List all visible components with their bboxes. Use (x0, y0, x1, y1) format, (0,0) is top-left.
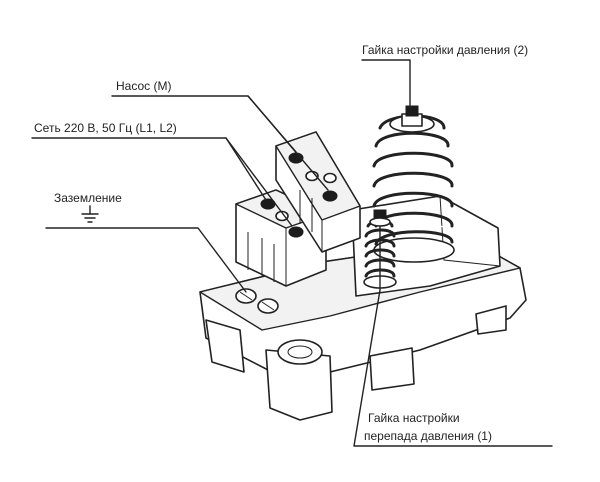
differential-spring (363, 209, 397, 291)
label-pressure-nut: Гайка настройки давления (2) (362, 43, 528, 57)
label-ground: Заземление (54, 191, 122, 205)
mains-terminal-screw-l2 (288, 226, 304, 238)
label-diff-nut-line2: перепада давления (1) (364, 429, 492, 443)
pump-terminal-screw-2 (322, 190, 338, 202)
pressure-nut-icon (405, 105, 419, 117)
label-diff-nut-line1: Гайка настройки (368, 411, 460, 425)
leader-lines (31, 59, 553, 447)
label-pump: Насос (М) (116, 79, 171, 93)
label-mains: Сеть 220 В, 50 Гц (L1, L2) (34, 121, 177, 135)
ground-icon (81, 205, 99, 223)
differential-nut-icon (373, 209, 387, 219)
